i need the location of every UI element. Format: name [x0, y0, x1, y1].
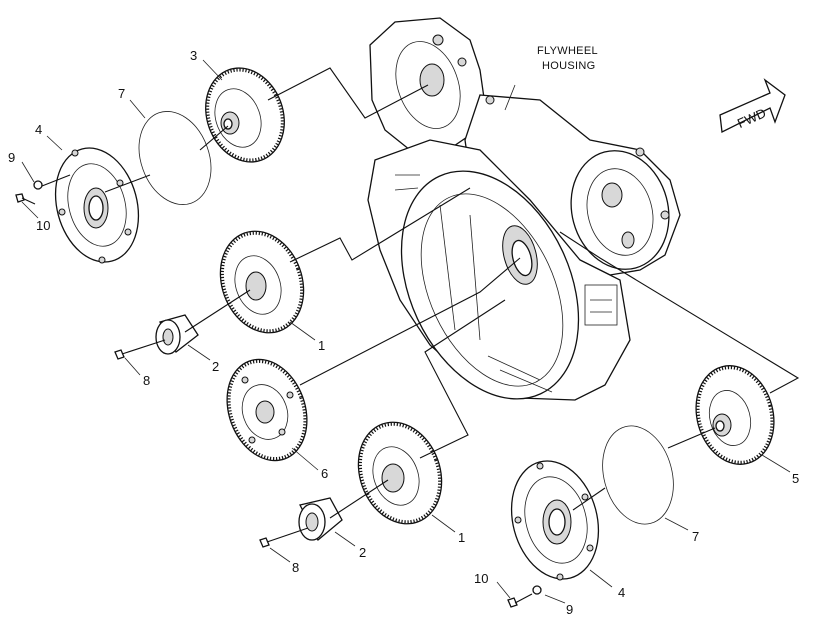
callout-9-left: 9: [8, 150, 15, 165]
callout-10-left: 10: [36, 218, 50, 233]
callout-7-upper: 7: [118, 86, 125, 101]
callout-8-upper: 8: [143, 373, 150, 388]
callout-4-right: 4: [618, 585, 625, 600]
gear-part-1-lower: [357, 421, 443, 525]
cover-plate-part-4-right: [510, 460, 600, 581]
washer-part-9-left: [33, 180, 43, 190]
o-ring-part-7-lower: [602, 425, 674, 525]
bolt-part-10-right: [507, 593, 533, 608]
housing-caption-line1: FLYWHEEL: [537, 45, 598, 57]
callout-2-upper: 2: [212, 359, 219, 374]
callout-5: 5: [792, 471, 799, 486]
washer-part-9-right: [532, 585, 542, 595]
leader-lines: [21, 59, 791, 604]
housing-caption: FLYWHEEL HOUSING: [537, 45, 598, 72]
callout-4-left: 4: [35, 122, 42, 137]
callout-7-lower: 7: [692, 529, 699, 544]
callout-10-right: 10: [474, 571, 488, 586]
callout-3: 3: [190, 48, 197, 63]
bearing-part-2-upper: [155, 314, 199, 355]
callout-9-right: 9: [566, 602, 573, 617]
flywheel-housing: [367, 17, 681, 401]
callout-1-lower: 1: [458, 530, 465, 545]
gear-part-6: [226, 358, 308, 462]
o-ring-part-7-upper: [138, 111, 212, 205]
gear-part-5: [695, 365, 775, 465]
bolt-part-8-upper: [114, 339, 166, 360]
bearing-part-2-lower: [298, 497, 343, 542]
fwd-arrow-icon: FWD: [719, 78, 786, 133]
callout-1-upper: 1: [318, 338, 325, 353]
bolt-part-10-left: [15, 193, 36, 205]
gear-part-1-upper: [219, 230, 305, 334]
bolt-part-8-lower: [259, 527, 309, 548]
callout-2-lower: 2: [359, 545, 366, 560]
housing-caption-line2: HOUSING: [542, 60, 595, 72]
callout-6: 6: [321, 466, 328, 481]
cover-plate-part-4-left: [54, 147, 140, 264]
gear-part-3: [205, 67, 285, 163]
callout-8-lower: 8: [292, 560, 299, 575]
assembly-lines: [41, 67, 800, 519]
